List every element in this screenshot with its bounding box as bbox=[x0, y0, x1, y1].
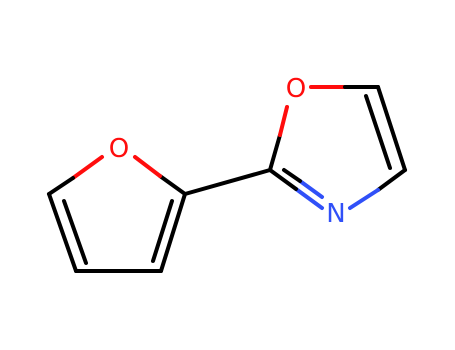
bond-furan-c3-c2-inner bbox=[151, 199, 174, 263]
furan-oxygen-label: O bbox=[109, 134, 129, 164]
bond-oxazole-c4-n3 bbox=[376, 168, 407, 192]
oxazole-ring bbox=[268, 85, 407, 210]
bond-furan-c5-c4 bbox=[47, 192, 78, 273]
bond-oxazole-n3-c2-b bbox=[268, 168, 298, 191]
bond-furan-oxazole bbox=[183, 168, 272, 196]
bond-furan-o1-c5-b bbox=[47, 176, 75, 196]
bond-oxazole-c4-n3-b bbox=[348, 188, 380, 210]
bond-furan-c2-o1 bbox=[158, 174, 187, 196]
bond-oxazole-n3-c2-inner-b bbox=[282, 168, 302, 183]
oxazole-nitrogen-label: N bbox=[326, 199, 345, 229]
bond-oxazole-n3-c2-inner bbox=[298, 179, 324, 199]
bond-oxazole-n3-c2 bbox=[294, 187, 324, 210]
bond-furan-o1-c5 bbox=[71, 155, 104, 180]
bond-oxazole-c5-c4-inner bbox=[364, 94, 392, 170]
bond-oxazole-c2-o1 bbox=[268, 133, 282, 172]
bond-furan-c5-c4-inner bbox=[62, 199, 88, 265]
oxazole-oxygen-label: O bbox=[286, 74, 306, 104]
bond-furan-c3-c2 bbox=[159, 192, 187, 273]
bond-oxazole-c2-o1-b bbox=[278, 105, 289, 137]
furan-ring bbox=[47, 155, 187, 273]
bond-furan-c2-o1-b bbox=[133, 155, 162, 178]
bond-oxazole-c5-c4 bbox=[376, 85, 407, 172]
